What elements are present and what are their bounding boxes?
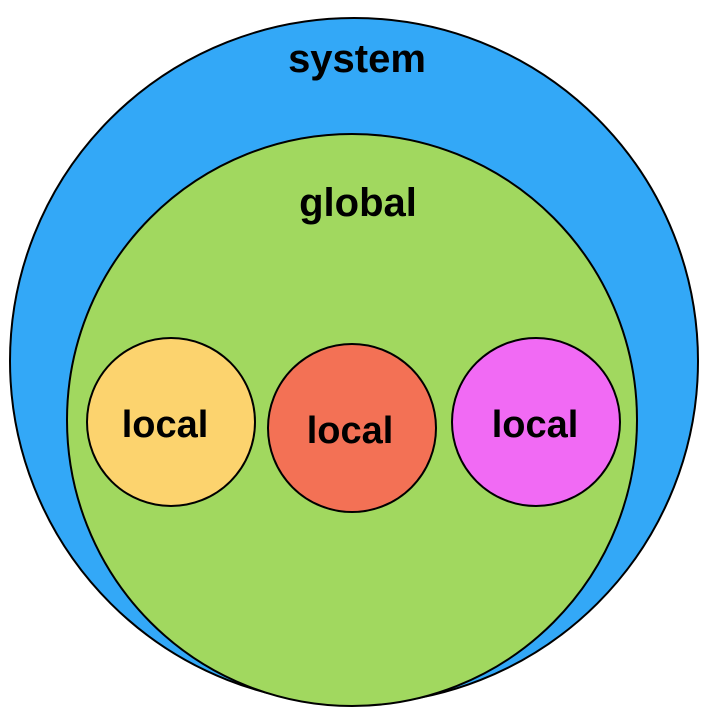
- local-circle-1: [86, 337, 256, 507]
- local-label-2: local: [307, 410, 394, 452]
- local-label-1: local: [122, 404, 209, 446]
- system-label: system: [288, 37, 426, 81]
- local-circle-3: [451, 337, 621, 507]
- local-circle-2: [267, 343, 437, 513]
- global-label: global: [299, 181, 417, 225]
- local-label-3: local: [492, 404, 579, 446]
